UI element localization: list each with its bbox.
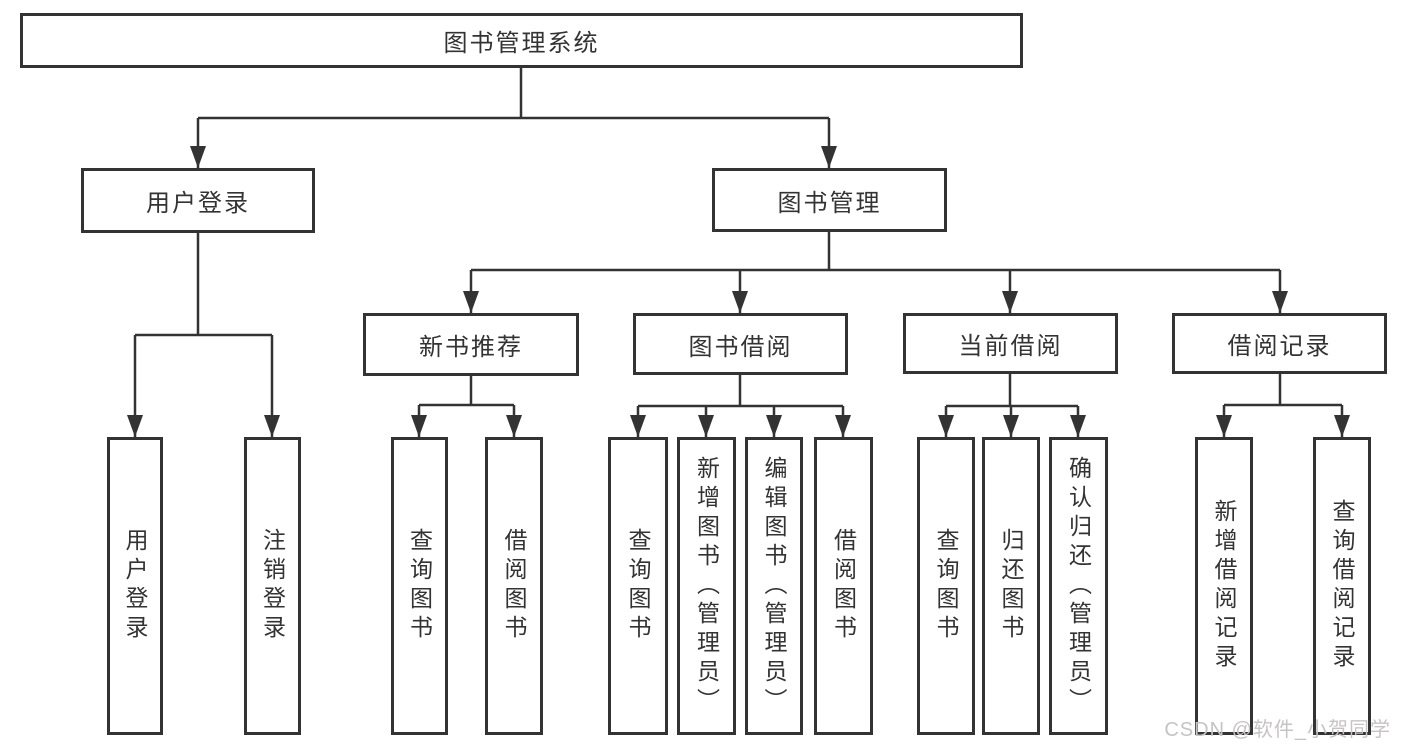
- leaf-current-query-book: 查询图书: [917, 437, 975, 735]
- leaf-borrowing-query-book: 查询图书: [608, 437, 668, 735]
- node-new-book-recommend: 新书推荐: [363, 313, 579, 376]
- leaf-user-login: 用户登录: [107, 437, 163, 735]
- leaf-borrowing-borrow-book: 借阅图书: [814, 437, 873, 735]
- node-book-borrowing: 图书借阅: [633, 313, 848, 375]
- node-borrowing-records: 借阅记录: [1172, 313, 1387, 374]
- arrow-down-icon: [1002, 291, 1018, 313]
- arrow-down-icon: [1003, 415, 1019, 437]
- arrow-down-icon: [835, 415, 851, 437]
- arrow-down-icon: [190, 146, 206, 168]
- leaf-newbooks-query-book: 查询图书: [391, 437, 448, 735]
- leaf-borrowing-add-book-admin: 新增图书（管理员）: [677, 437, 736, 735]
- arrow-down-icon: [1272, 291, 1288, 313]
- leaf-current-return-book: 归还图书: [982, 437, 1040, 735]
- arrow-down-icon: [1070, 415, 1086, 437]
- arrow-down-icon: [766, 415, 782, 437]
- arrow-down-icon: [938, 415, 954, 437]
- arrow-down-icon: [821, 146, 837, 168]
- connector-lines: [133, 68, 1344, 437]
- arrow-down-icon: [411, 415, 427, 437]
- arrow-down-icon: [1216, 415, 1232, 437]
- leaf-records-add-record: 新增借阅记录: [1195, 437, 1253, 735]
- arrow-down-icon: [698, 415, 714, 437]
- leaf-records-query-record: 查询借阅记录: [1313, 437, 1371, 735]
- leaf-logout: 注销登录: [244, 437, 301, 735]
- watermark: CSDN @软件_小贺同学: [1164, 719, 1391, 741]
- arrow-down-icon: [127, 415, 143, 437]
- arrow-down-icon: [506, 415, 522, 437]
- node-book-management: 图书管理: [712, 168, 947, 232]
- node-user-login: 用户登录: [81, 168, 315, 233]
- leaf-borrowing-edit-book-admin: 编辑图书（管理员）: [745, 437, 803, 735]
- arrow-down-icon: [630, 415, 646, 437]
- leaf-newbooks-borrow-book: 借阅图书: [485, 437, 543, 735]
- arrow-down-icon: [463, 291, 479, 313]
- node-current-borrowing: 当前借阅: [903, 313, 1118, 374]
- arrow-down-icon: [732, 291, 748, 313]
- node-root: 图书管理系统: [20, 13, 1023, 68]
- arrow-down-icon: [1334, 415, 1350, 437]
- arrow-down-icon: [264, 415, 280, 437]
- leaf-current-confirm-return-admin: 确认归还（管理员）: [1049, 437, 1108, 735]
